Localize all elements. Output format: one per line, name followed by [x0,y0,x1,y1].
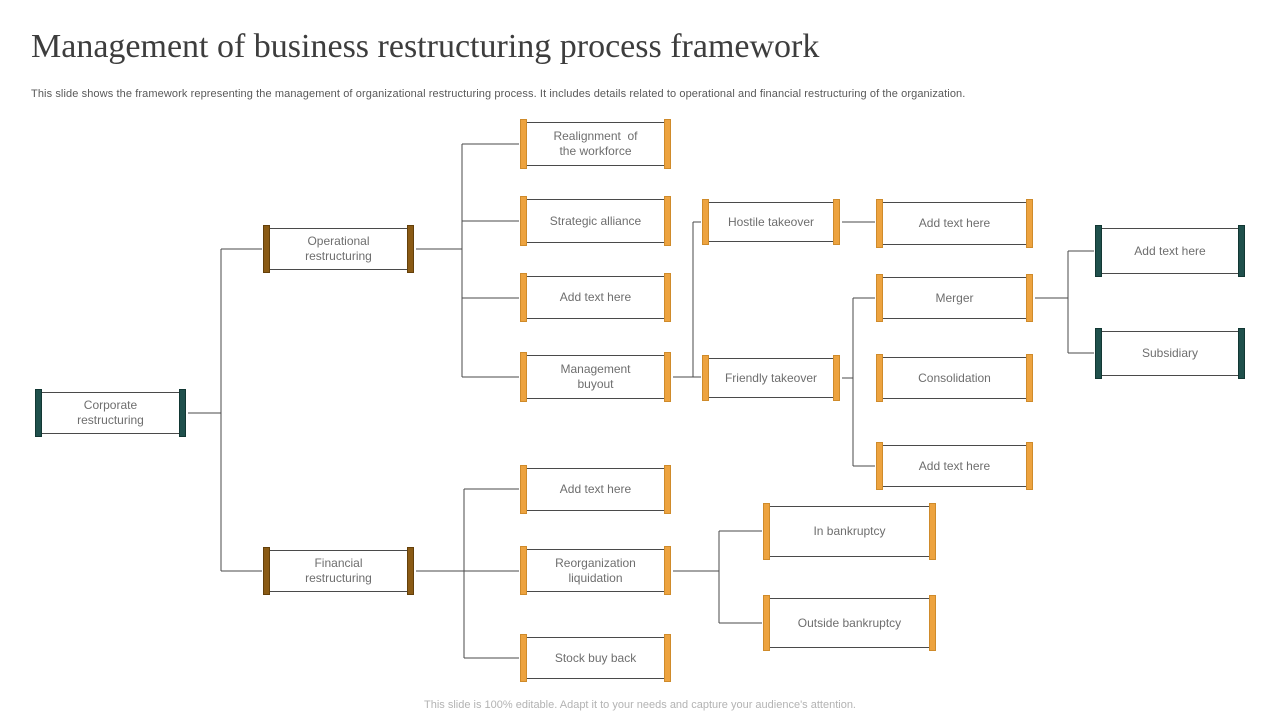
node-label: Subsidiary [1141,346,1199,360]
node-add-text-friendly[interactable]: Add text here [876,442,1033,490]
node-add-text-hostile[interactable]: Add text here [876,199,1033,248]
node-consolidation[interactable]: Consolidation [876,354,1033,402]
node-label: Reorganization liquidation [555,555,636,585]
node-label: Operational restructuring [305,234,372,263]
node-label: Financial restructuring [305,556,372,585]
node-merger[interactable]: Merger [876,274,1033,322]
node-label: Strategic alliance [549,213,642,228]
node-label: Add text here [559,290,632,304]
node-label: Add text here [918,458,991,473]
node-label: Friendly takeover [724,370,818,385]
node-financial-restructuring[interactable]: Financial restructuring [263,547,414,595]
node-hostile-takeover[interactable]: Hostile takeover [702,199,840,245]
node-label: Realignment of the workforce [553,129,638,158]
node-label: Add text here [1134,243,1206,258]
footer-note: This slide is 100% editable. Adapt it to… [424,699,856,711]
node-realignment-workforce[interactable]: Realignment of the workforce [520,119,671,169]
node-label: Stock buy back [554,650,637,665]
node-label: Hostile takeover [727,214,815,229]
node-operational-restructuring[interactable]: Operational restructuring [263,225,414,273]
node-add-text-merger[interactable]: Add text here [1095,225,1245,277]
node-outside-bankruptcy[interactable]: Outside bankruptcy [763,595,936,651]
node-label: Corporate restructuring [77,398,144,427]
node-add-text-financial[interactable]: Add text here [520,465,671,514]
node-friendly-takeover[interactable]: Friendly takeover [702,355,840,401]
node-in-bankruptcy[interactable]: In bankruptcy [763,503,936,560]
node-reorganization-liquidation[interactable]: Reorganization liquidation [520,546,671,595]
node-add-text-operational[interactable]: Add text here [520,273,671,322]
node-corporate-restructuring[interactable]: Corporate restructuring [35,389,186,437]
node-stock-buy-back[interactable]: Stock buy back [520,634,671,682]
node-strategic-alliance[interactable]: Strategic alliance [520,196,671,246]
node-label: Outside bankruptcy [797,615,902,630]
node-subsidiary[interactable]: Subsidiary [1095,328,1245,379]
node-label: Consolidation [918,370,991,385]
node-label: Merger [935,290,974,305]
node-label: Management buyout [560,362,631,391]
node-label: In bankruptcy [813,524,886,538]
page-title: Management of business restructuring pro… [31,28,820,65]
slide-subtitle: This slide shows the framework represent… [31,88,966,100]
node-label: Add text here [918,216,991,230]
node-label: Add text here [559,482,632,496]
node-management-buyout[interactable]: Management buyout [520,352,671,402]
